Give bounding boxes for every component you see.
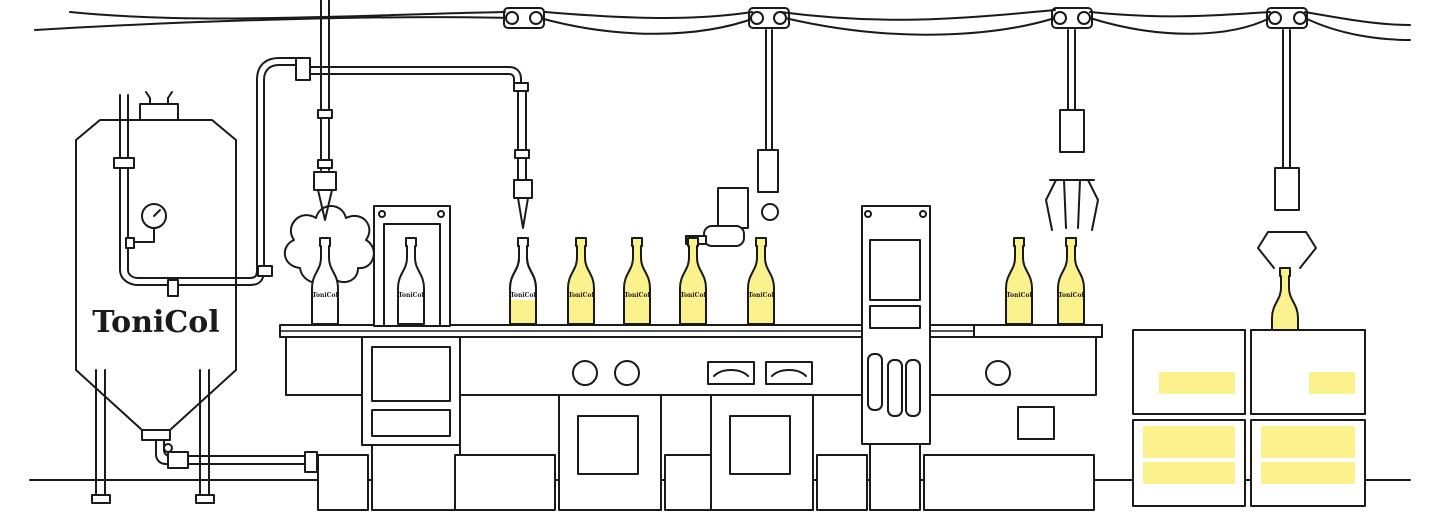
capper-arm-icon <box>685 29 779 247</box>
gripper-claw-icon <box>1045 29 1317 269</box>
base-cabinets <box>317 394 1095 511</box>
svg-text:ToniCol: ToniCol <box>1006 292 1032 299</box>
svg-text:ToniCol: ToniCol <box>680 292 706 299</box>
pulley-wheels <box>503 7 1308 29</box>
feed-pipe <box>295 0 533 229</box>
svg-text:ToniCol: ToniCol <box>312 292 338 299</box>
bottles-on-line <box>311 237 1299 355</box>
control-panels <box>361 205 1011 446</box>
crate-rack-icon <box>1132 329 1366 507</box>
storage-tank: ToniCol <box>75 57 318 504</box>
svg-text:ToniCol: ToniCol <box>748 292 774 299</box>
svg-text:ToniCol: ToniCol <box>1058 292 1084 299</box>
bottle-labels: ToniCol ToniCol ToniCol ToniCol ToniCol … <box>312 292 1084 299</box>
svg-text:ToniCol: ToniCol <box>568 292 594 299</box>
tank-brand-logo: ToniCol <box>92 305 219 340</box>
svg-text:ToniCol: ToniCol <box>624 292 650 299</box>
svg-text:ToniCol: ToniCol <box>510 292 536 299</box>
overhead-cables <box>34 9 1411 41</box>
svg-text:ToniCol: ToniCol <box>398 292 424 299</box>
